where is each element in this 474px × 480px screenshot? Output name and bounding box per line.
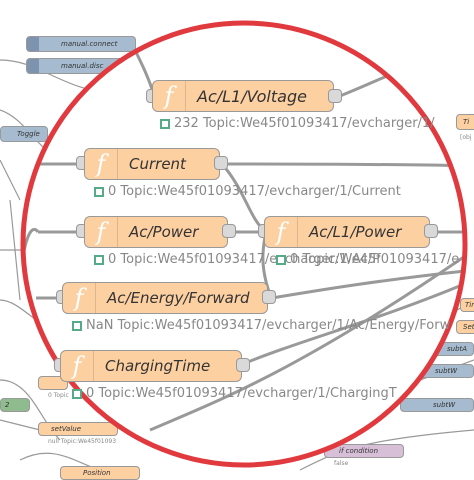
status-text: 0 Topic:We45f01093417/evcharger/1/Chargi… [86,386,397,401]
status-text: 232 Topic:We45f01093417/evcharger/1/ [174,116,435,131]
status-dot [276,254,286,265]
function-node-current[interactable]: f Current [84,148,220,180]
function-node-ac-power[interactable]: f Ac/Power [84,216,228,248]
toggle-node[interactable]: Toggle [0,126,48,142]
function-icon: f [63,283,96,313]
set-value-node[interactable]: setValue [38,422,118,436]
node-label: subtW [433,401,456,409]
function-icon: f [85,217,118,247]
output-port[interactable] [214,156,228,170]
node-label: setValue [51,425,82,433]
status-dot [160,118,170,129]
node-label: Ac/Energy/Forward [107,289,250,307]
node-label: Position [83,469,111,477]
node-status: 0 Topic:We45f01093417/e [276,252,459,267]
node-label: manual.connect [61,40,118,48]
function-icon: f [85,149,118,179]
link-icon [27,37,39,51]
function-node-ac-energy-forward[interactable]: f Ac/Energy/Forward [62,282,268,314]
status-dot [94,254,104,265]
node-label: subtA [447,345,468,353]
node-label: subtW [435,367,458,375]
node-label: SetKw [463,323,474,331]
node-label: Ac/L1/Power [309,223,402,241]
small-function-status-1: 0 Topic [48,392,69,399]
node-status: 232 Topic:We45f01093417/evcharger/1/ [160,116,435,131]
link-icon [27,59,39,73]
highlight-circle [20,20,468,468]
output-port[interactable] [222,224,236,238]
status-text: 0 Topic:We45f01093417/evcharger/1/Ac/P [108,252,381,267]
node-label: Toggle [17,130,40,138]
function-icon: f [61,351,94,381]
node-status: 0 Topic:We45f01093417/evcharger/1/Curren… [94,184,401,199]
node-label: ChargingTime [105,357,211,375]
ti-node[interactable]: Ti [456,114,474,130]
status-dot [94,186,104,197]
if-condition-node[interactable]: if condition [324,444,404,458]
output-port[interactable] [236,358,250,372]
set-kw-node[interactable]: SetKw [456,320,474,334]
status-dot [72,388,82,399]
node-label: Tim [465,301,474,309]
status-text: 0 Topic:We45f01093417/e [290,252,460,267]
tim-node[interactable]: Tim [460,298,474,312]
node-label: Ac/Power [129,223,199,241]
node-status: 0 Topic:We45f01093417/evcharger/1/Chargi… [72,386,397,401]
manual-disconnect-node[interactable]: manual.disc [26,58,126,74]
output-port[interactable] [262,290,276,304]
output-port[interactable] [328,89,342,103]
if-condition-status: false [334,460,349,467]
node-label: Ac/L1/Voltage [197,86,307,106]
status-text: 0 Topic:We45f01093417/evcharger/1/Curren… [108,184,401,199]
function-icon: f [153,81,186,111]
node-label: manual.disc [61,62,104,70]
node-label: 2 [5,401,10,409]
function-node-ac-l1-power[interactable]: f Ac/L1/Power [264,216,430,248]
manual-connect-node[interactable]: manual.connect [26,36,136,52]
node-label: Ti [463,118,470,126]
output-port[interactable] [424,224,438,238]
status-text: NaN Topic:We45f01093417/evcharger/1/Ac/E… [86,318,451,333]
node-label: Current [129,155,186,173]
node-status: NaN Topic:We45f01093417/evcharger/1/Ac/E… [72,318,450,333]
function-icon: f [265,217,298,247]
node-status: 0 Topic:We45f01093417/evcharger/1/Ac/P [94,252,380,267]
set-value-status: null Topic:We45f01093 [48,438,117,445]
badge-two-node[interactable]: 2 [0,398,30,412]
function-node-ac-l1-voltage[interactable]: f Ac/L1/Voltage [152,80,334,112]
node-label: if condition [339,447,378,455]
obj-status: [obj [460,134,472,141]
function-node-charging-time[interactable]: f ChargingTime [60,350,242,382]
status-dot [72,320,82,331]
